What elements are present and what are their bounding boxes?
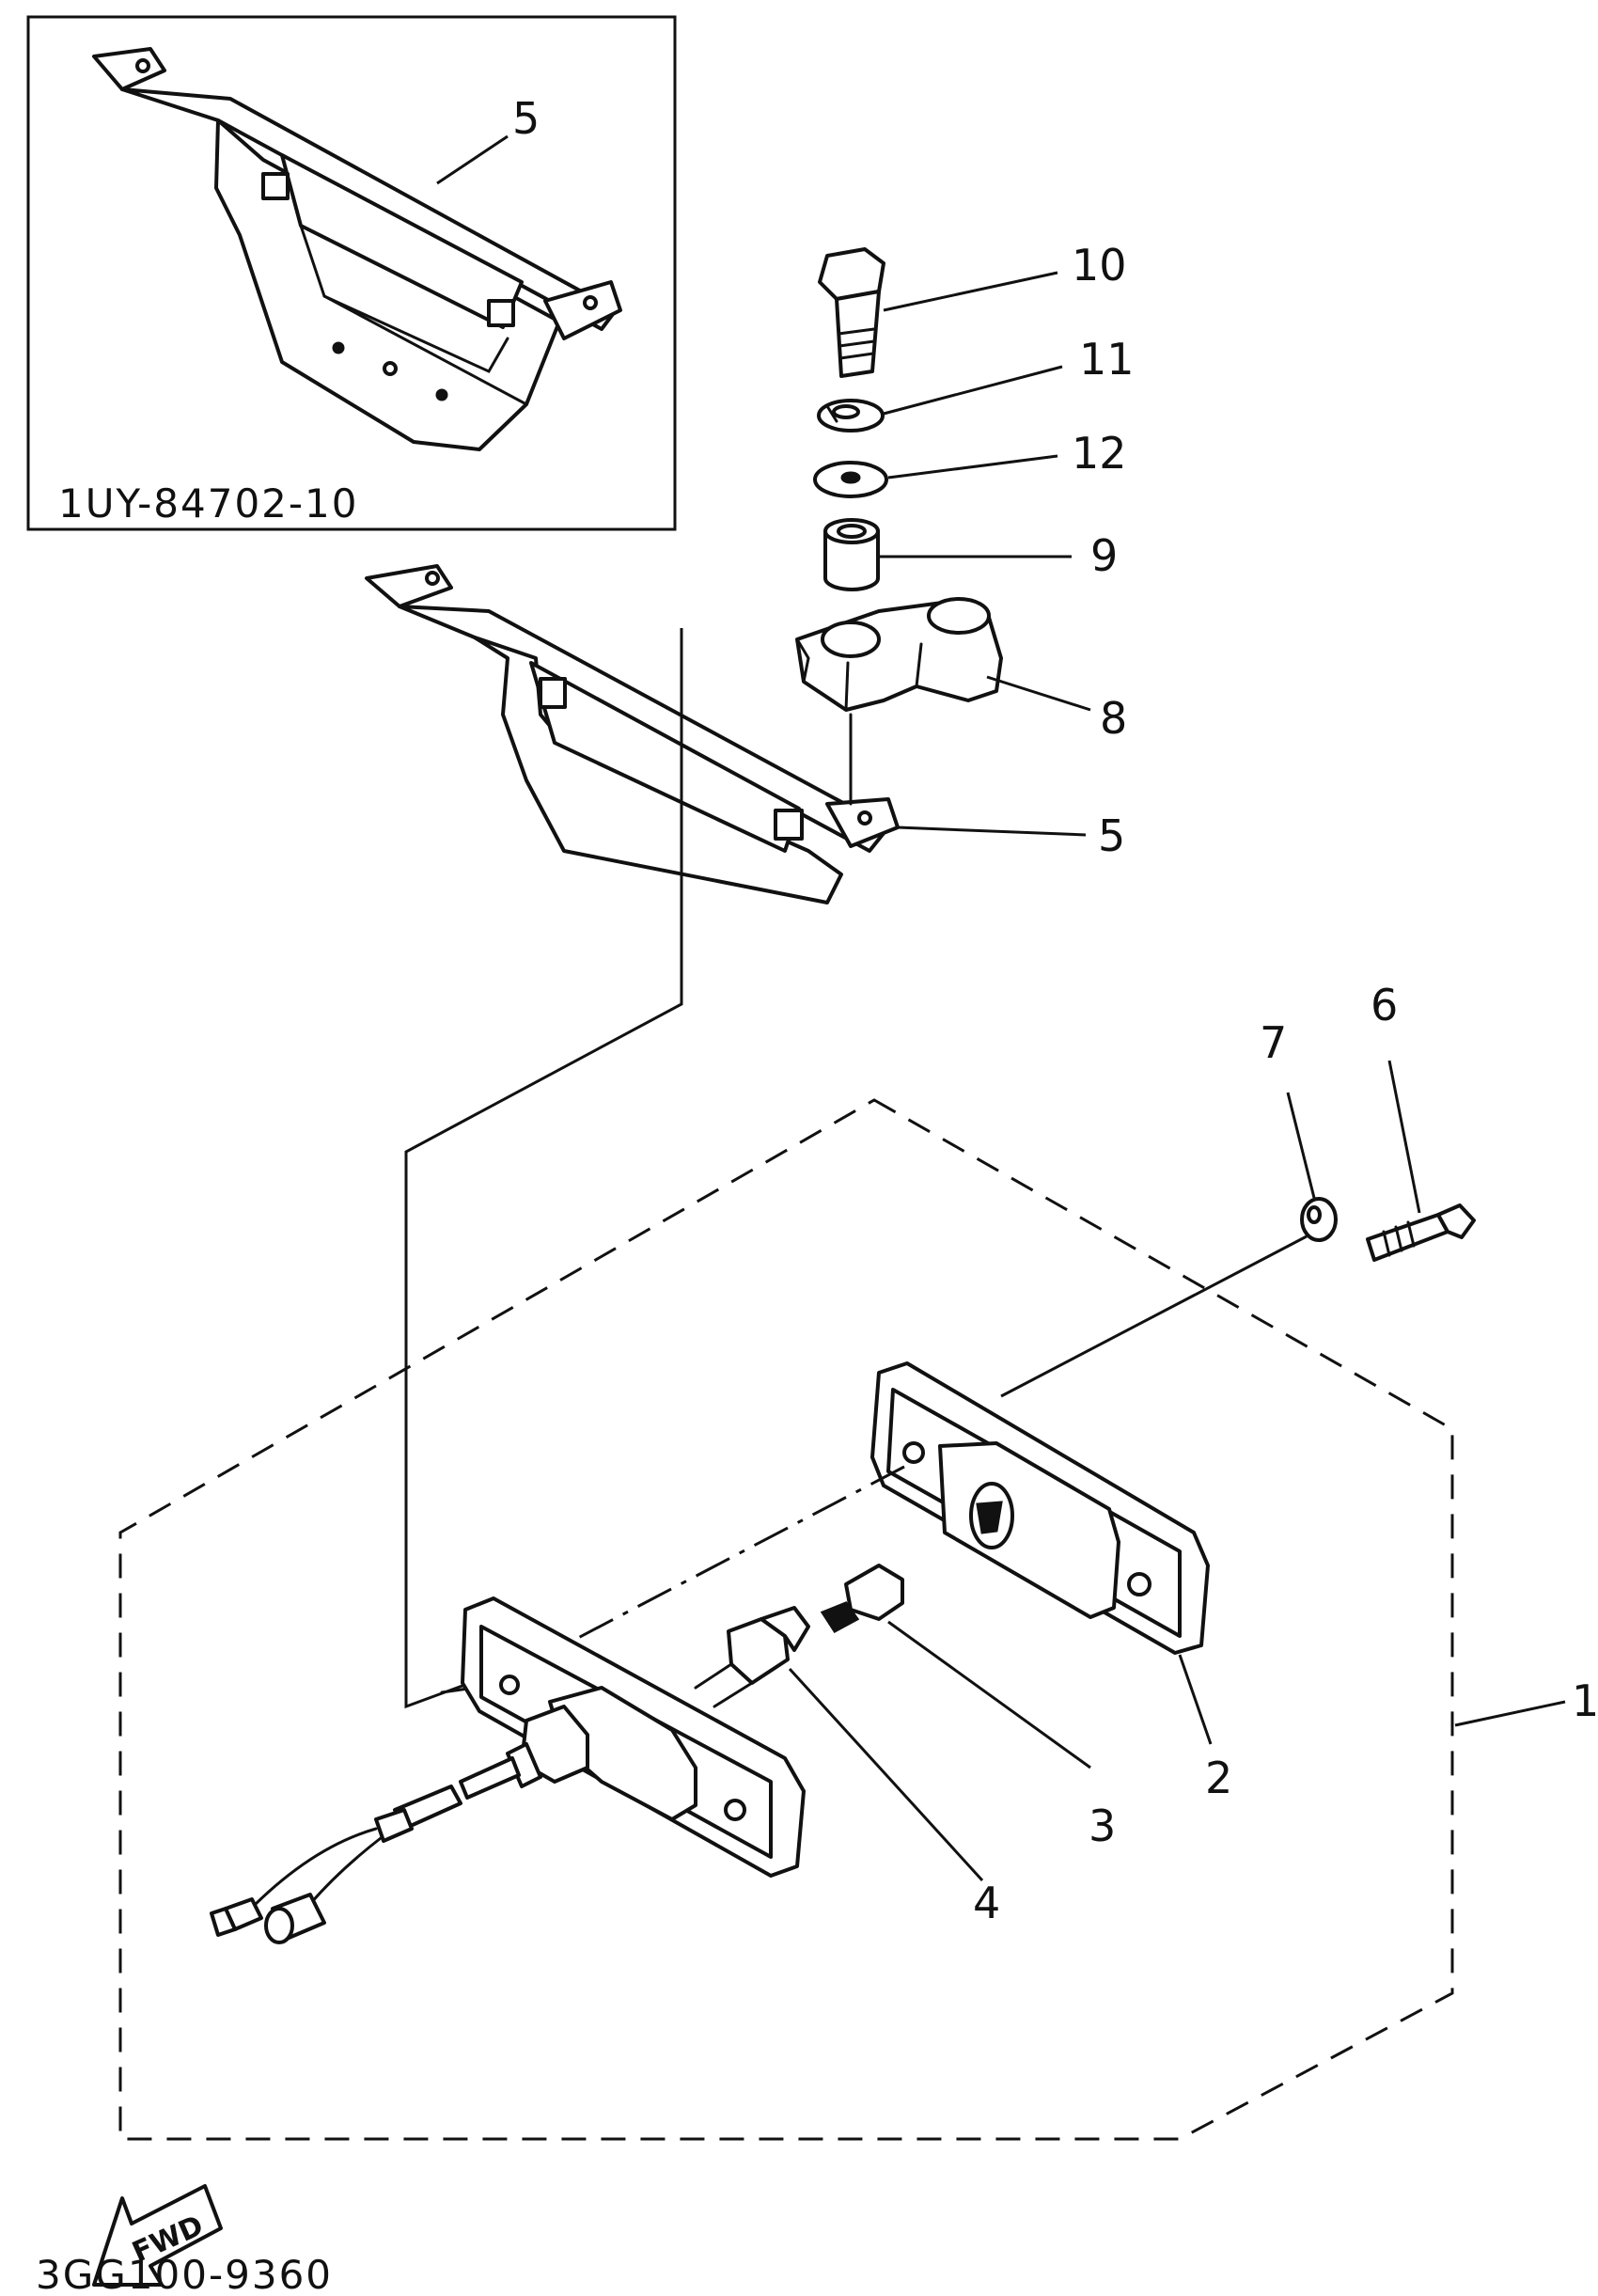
leader-8 <box>986 675 1091 712</box>
leader-10 <box>883 271 1058 312</box>
leader-1 <box>1454 1700 1566 1727</box>
leader-5-main <box>897 826 1087 837</box>
callout-5-inset: 5 <box>512 93 540 144</box>
lamp-base-housing <box>461 1596 806 1878</box>
callout-3: 3 <box>1089 1801 1116 1851</box>
lock-washer-part-11 <box>817 399 885 432</box>
leader-4 <box>788 1667 984 1882</box>
mounting-bracket <box>365 564 900 904</box>
leader-5-inset <box>436 134 509 185</box>
washer-part-12 <box>813 461 888 498</box>
assembly-boundary <box>118 1098 1454 2141</box>
callout-11: 11 <box>1079 334 1135 385</box>
callout-4: 4 <box>973 1878 1000 1928</box>
socket-part-4 <box>694 1606 810 1708</box>
callout-9: 9 <box>1090 530 1118 581</box>
callout-6: 6 <box>1371 980 1398 1030</box>
screw-part-6 <box>1366 1203 1476 1262</box>
inset-bracket-drawing <box>92 47 622 451</box>
collar-part-9 <box>823 518 880 591</box>
inset-box: 1UY-84702-10 5 <box>26 15 677 531</box>
lever-bracket-part-8 <box>795 597 1003 712</box>
callout-8: 8 <box>1100 693 1127 744</box>
inset-part-number: 1UY-84702-10 <box>58 480 359 527</box>
connector-line <box>404 628 683 1709</box>
leader-2 <box>1178 1654 1213 1745</box>
lens-part-2 <box>870 1361 1210 1655</box>
centerline <box>577 1465 905 1640</box>
leader-6 <box>1387 1060 1421 1214</box>
leader-3 <box>887 1620 1091 1769</box>
lamp-wiring <box>210 1705 589 1944</box>
callout-10: 10 <box>1072 240 1127 291</box>
leader-12 <box>887 454 1058 480</box>
bolt-part-10 <box>818 247 885 378</box>
diagram-code: 3GG100-9360 <box>36 2252 333 2296</box>
callout-12: 12 <box>1072 428 1127 479</box>
washer-part-7 <box>1300 1197 1338 1242</box>
callout-5-main: 5 <box>1098 810 1125 861</box>
callout-1: 1 <box>1572 1675 1598 1726</box>
callout-2: 2 <box>1205 1753 1232 1803</box>
bulb-part-3 <box>820 1564 904 1633</box>
leader-7 <box>1286 1092 1316 1199</box>
leader-11 <box>883 365 1063 416</box>
alignment-line-7 <box>1000 1234 1308 1398</box>
callout-7: 7 <box>1260 1017 1287 1068</box>
